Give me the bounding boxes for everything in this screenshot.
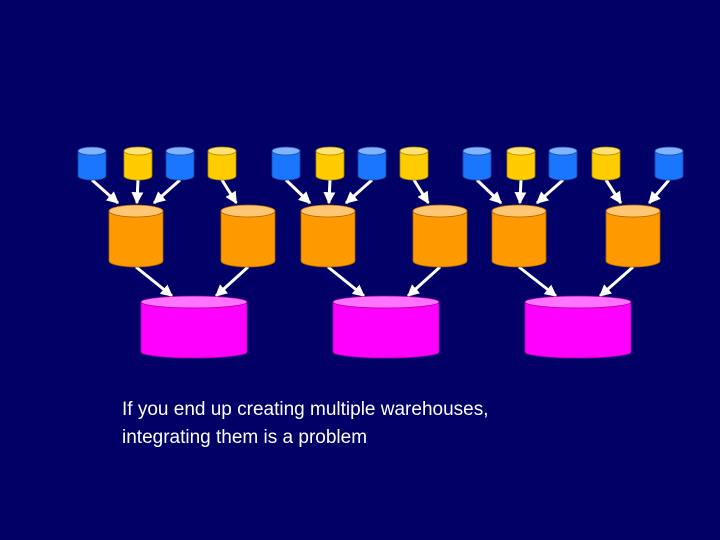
arrow-src-9-to-mart-5 [475,178,503,205]
warehouse-icon [140,295,248,359]
connector-arrows [91,178,671,298]
arrow-mart-2-to-warehouse-1 [214,265,250,298]
arrow-src-12-to-mart-6 [604,179,623,205]
source-database-icon [271,146,301,181]
data-mart-icon [108,204,164,268]
arrow-src-2-to-mart-1 [131,179,144,205]
arrow-mart-5-to-warehouse-3 [518,265,557,298]
arrow-mart-3-to-warehouse-2 [327,265,365,298]
source-database-icon [207,146,237,181]
data-mart-icon [412,204,468,268]
arrow-mart-6-to-warehouse-3 [599,265,634,298]
source-database-icon [315,146,345,181]
warehouse-icon [524,295,632,359]
caption-line-1: If you end up creating multiple warehous… [122,399,489,420]
source-database-icon [123,146,153,181]
data-mart-icon [220,204,276,268]
data-mart-icon [491,204,547,268]
data-mart-icon [605,204,661,268]
arrow-src-13-to-mart-6 [648,179,671,204]
arrow-mart-4-to-warehouse-2 [406,265,442,298]
database-cylinders [77,146,684,359]
source-database-icon [357,146,387,181]
data-mart-icon [300,204,356,268]
source-database-icon [462,146,492,181]
source-database-icon [654,146,684,181]
arrow-src-10-to-mart-5 [514,179,527,205]
arrow-src-1-to-mart-1 [91,178,119,205]
source-database-icon [591,146,621,181]
arrow-src-8-to-mart-4 [412,179,430,205]
source-database-icon [506,146,536,181]
source-database-icon [548,146,578,181]
caption-line-2: integrating them is a problem [122,427,368,448]
arrow-src-6-to-mart-3 [323,179,336,205]
arrow-src-5-to-mart-3 [284,178,312,205]
source-database-icon [165,146,195,181]
arrow-src-3-to-mart-1 [153,178,181,205]
arrow-src-4-to-mart-2 [220,179,238,205]
arrow-mart-1-to-warehouse-1 [135,265,173,298]
arrow-src-7-to-mart-3 [345,178,373,205]
slide-caption: If you end up creating multiple warehous… [122,396,489,452]
arrow-src-11-to-mart-5 [536,178,564,205]
warehouse-icon [332,295,440,359]
source-database-icon [399,146,429,181]
source-database-icon [77,146,107,181]
